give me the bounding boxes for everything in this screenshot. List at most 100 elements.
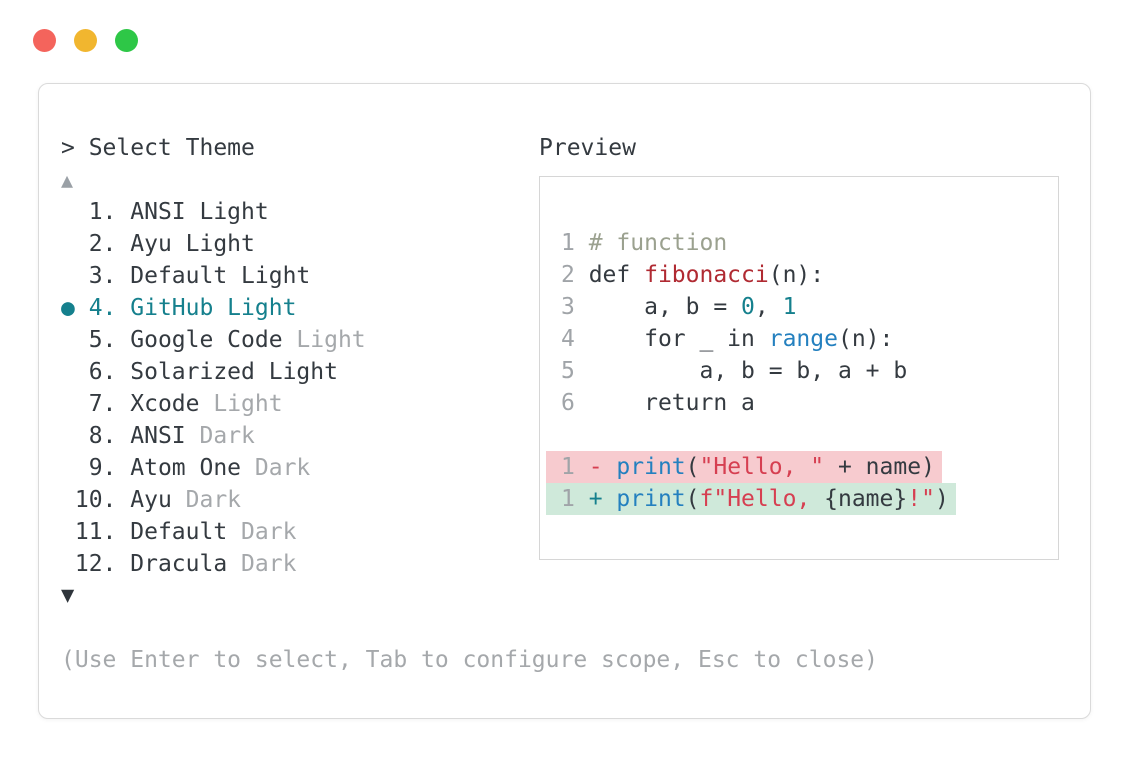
code-token: (n): [768,262,825,288]
diff-removed-line: 1 - print("Hello, " + name) [546,451,1058,483]
code-token: for _ in [588,326,769,352]
theme-list-item[interactable]: 11. Default Dark [61,516,878,548]
marker-space [61,551,75,577]
line-number: 4 [561,326,589,352]
theme-name: Xcode [130,391,214,417]
theme-variant-suffix: Dark [185,487,242,513]
code-line: 2 def fibonacci(n): [561,259,1058,291]
code-line [561,419,1058,451]
theme-name: Ayu [130,487,186,513]
code-line: 4 for _ in range(n): [561,323,1058,355]
theme-name: Dracula [130,551,242,577]
theme-number: 11. [74,519,131,545]
code-token: ( [685,486,700,512]
theme-list-item[interactable]: ● 4. GitHub Light [61,292,878,324]
select-theme-prompt: > Select Theme [61,135,255,161]
marker-space [61,263,75,289]
theme-number: 6. [74,359,131,385]
code-token: range [768,326,838,352]
theme-list-item[interactable]: 3. Default Light [61,260,878,292]
theme-list-item[interactable]: 1. ANSI Light [61,196,878,228]
selected-dot-icon: ● [61,295,75,321]
code-line: 1 # function [561,227,1058,259]
theme-list-item[interactable]: 7. Xcode Light [61,388,878,420]
line-number: 1 [561,454,589,480]
theme-list-item[interactable]: 12. Dracula Dark [61,548,878,580]
code-token: ( [685,454,700,480]
code-token: def [588,262,645,288]
marker-space [61,423,75,449]
marker-space [61,231,75,257]
theme-number: 1. [74,199,131,225]
code-line: 3 a, b = 0, 1 [561,291,1058,323]
marker-space [61,455,75,481]
theme-number: 3. [74,263,131,289]
code-token: print [616,454,686,480]
line-number: 6 [561,390,589,416]
code-token: !" [907,486,935,512]
scroll-up-icon[interactable]: ▲ [61,168,74,192]
theme-number: 9. [74,455,131,481]
theme-picker-column: > Select Theme ▲ 1. ANSI Light 2. Ayu Li… [61,132,878,676]
code-token: fibonacci [644,262,769,288]
zoom-button[interactable] [115,29,138,52]
code-token: f"Hello, [699,486,825,512]
theme-picker-dialog: > Select Theme ▲ 1. ANSI Light 2. Ayu Li… [38,83,1091,719]
theme-name: Ayu Light [130,231,255,257]
theme-variant-suffix: Dark [254,455,311,481]
marker-space [61,359,75,385]
theme-name: Atom One [130,455,255,481]
preview-title: Preview [539,135,636,161]
theme-variant-suffix: Light [296,327,366,353]
keyboard-hint: (Use Enter to select, Tab to configure s… [61,647,878,673]
theme-name: GitHub Light [130,295,297,321]
theme-name: Google Code [130,327,297,353]
code-token: - [588,454,617,480]
minimize-button[interactable] [74,29,97,52]
theme-number: 8. [74,423,131,449]
theme-list-item[interactable]: 6. Solarized Light [61,356,878,388]
marker-space [61,199,75,225]
line-number: 1 [561,230,589,256]
code-token: + name) [824,454,935,480]
marker-space [61,487,75,513]
code-token: (n): [837,326,894,352]
theme-number: 10. [74,487,131,513]
theme-variant-suffix: Dark [241,519,297,545]
theme-list-item[interactable]: 8. ANSI Dark [61,420,878,452]
code-line: 6 return a [561,387,1058,419]
line-number: 5 [561,358,589,384]
code-token: ) [934,486,949,512]
close-button[interactable] [33,29,56,52]
code-token: + [588,486,617,512]
code-token: # function [588,230,728,256]
line-number: 1 [561,486,589,512]
marker-space [61,519,75,545]
theme-variant-suffix: Light [213,391,283,417]
theme-number: 7. [74,391,131,417]
code-token: 0 [741,294,755,320]
code-token: print [616,486,686,512]
theme-name: Default Light [130,263,311,289]
code-token: , [754,294,783,320]
code-token: return a [588,390,755,416]
code-token: {name} [824,486,908,512]
theme-name: ANSI Light [130,199,269,225]
theme-list-item[interactable]: 2. Ayu Light [61,228,878,260]
theme-number: 12. [74,551,131,577]
marker-space [61,327,75,353]
code-token: a, b = b, a + b [588,358,908,384]
theme-list-item[interactable]: 10. Ayu Dark [61,484,878,516]
theme-list-item[interactable]: 9. Atom One Dark [61,452,878,484]
theme-variant-suffix: Dark [199,423,255,449]
code-token: "Hello, " [699,454,825,480]
code-token: a, b = [588,294,742,320]
diff-added-line: 1 + print(f"Hello, {name}!") [546,483,1058,515]
theme-list-item[interactable]: 5. Google Code Light [61,324,878,356]
theme-number: 4. [74,295,131,321]
window-controls [33,29,138,52]
scroll-down-icon[interactable]: ▼ [61,583,75,608]
